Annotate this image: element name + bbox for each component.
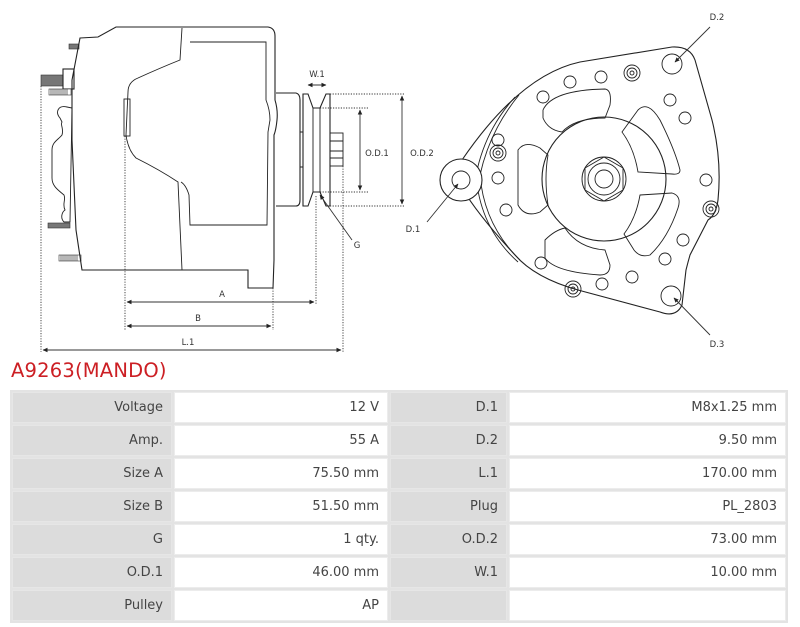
shaft-end (594, 169, 614, 189)
front-dimensions: D.1 D.2 D.3 (406, 13, 725, 350)
mounting-hole-d2 (661, 53, 683, 75)
pulley-outline (302, 93, 331, 207)
side-dimensions: A B L.1 W.1 O.D.1 O.D.2 G (40, 70, 434, 353)
spec-value: 73.00 mm (509, 524, 786, 555)
spec-value: 75.50 mm (174, 458, 388, 489)
dimension-label-l1: L.1 (182, 338, 195, 348)
shaft-nut-inner (587, 162, 621, 196)
cooling-slot-right-top (621, 106, 681, 175)
alternator-housing-outline (71, 26, 278, 289)
threaded-stud-lower (58, 254, 82, 262)
spec-value: 1 qty. (174, 524, 388, 555)
spec-value (509, 590, 786, 621)
spec-value: 10.00 mm (509, 557, 786, 588)
dimension-label-od2: O.D.2 (410, 149, 434, 159)
spec-label: Size A (12, 458, 172, 489)
spec-label: D.1 (390, 392, 507, 423)
mounting-ear-d1 (439, 158, 483, 202)
front-housing-outline (461, 46, 720, 315)
side-view (40, 26, 344, 289)
spec-label: Voltage (12, 392, 172, 423)
spec-value: 55 A (174, 425, 388, 456)
front-flange-arc (479, 94, 521, 261)
spec-value: PL_2803 (509, 491, 786, 522)
vent-holes (491, 70, 713, 291)
spec-label: Size B (12, 491, 172, 522)
spec-label: O.D.2 (390, 524, 507, 555)
spec-label: Amp. (12, 425, 172, 456)
dimension-label-w1: W.1 (309, 70, 325, 80)
housing-seam (125, 27, 183, 271)
spec-label (390, 590, 507, 621)
spec-label: G (12, 524, 172, 555)
dimension-label-d3: D.3 (710, 340, 725, 350)
spec-label: L.1 (390, 458, 507, 489)
spec-value: 12 V (174, 392, 388, 423)
rear-stud-top (68, 43, 80, 50)
mounting-hole-d1 (451, 170, 471, 190)
spec-label: W.1 (390, 557, 507, 588)
stator-window (180, 41, 271, 226)
rear-regulator-outline (51, 106, 73, 223)
spec-value: 170.00 mm (509, 458, 786, 489)
pulley-nut (329, 132, 344, 167)
pulley-nut-lines (330, 140, 343, 159)
shaft-nut-hex (584, 156, 624, 202)
product-title: A9263(MANDO) (11, 359, 167, 382)
screw-bosses (489, 64, 720, 298)
cooling-slot-right-bottom (623, 192, 680, 257)
spec-value: 46.00 mm (174, 557, 388, 588)
rotor-disc (541, 116, 667, 242)
front-view (439, 46, 720, 315)
spec-label: Plug (390, 491, 507, 522)
spec-label: Pulley (12, 590, 172, 621)
dimension-label-d1: D.1 (406, 225, 421, 235)
cooling-slot-bottom (544, 227, 611, 276)
dimension-label-g: G (354, 241, 361, 251)
dimension-label-a: A (219, 290, 225, 300)
bearing-boss (123, 98, 131, 137)
rear-foot-lower (47, 222, 71, 229)
dimension-label-b: B (195, 314, 201, 324)
spec-label: O.D.1 (12, 557, 172, 588)
pulley-groove (312, 108, 321, 192)
shaft-washer (581, 156, 627, 202)
mounting-hole-d3 (660, 285, 682, 307)
cooling-slot-top (542, 88, 611, 133)
threaded-stud-upper (48, 88, 72, 96)
alternator-technical-diagram: A B L.1 W.1 O.D.1 O.D.2 G (40, 13, 725, 353)
spec-value: AP (174, 590, 388, 621)
spec-value: 51.50 mm (174, 491, 388, 522)
front-cover-plate (276, 92, 301, 207)
rear-terminal-block (40, 74, 64, 87)
dimension-label-d2: D.2 (710, 13, 725, 23)
spec-value: M8x1.25 mm (509, 392, 786, 423)
dimension-label-od1: O.D.1 (365, 149, 389, 159)
cooling-slot-left (517, 144, 549, 215)
spec-label: D.2 (390, 425, 507, 456)
spec-value: 9.50 mm (509, 425, 786, 456)
